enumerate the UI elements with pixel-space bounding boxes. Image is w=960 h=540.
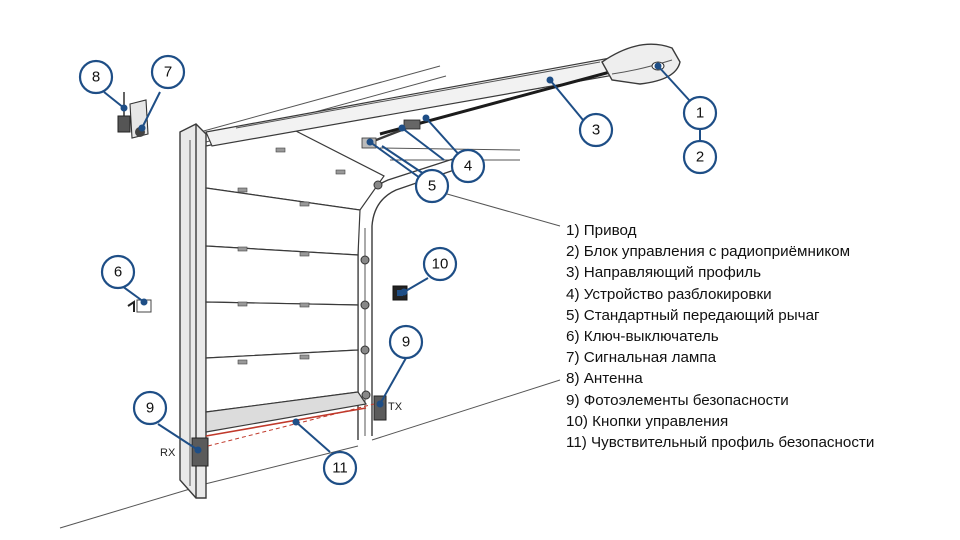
callout-6: 6 [100,254,136,290]
legend-item-1: 1) Привод [566,222,637,239]
svg-text:11: 11 [332,460,348,477]
legend-item-8: 8) Антенна [566,370,643,388]
door-panels [205,127,385,433]
legend-item-11: 11) Чувствительный профиль безопасности [566,434,875,452]
svg-text:9: 9 [402,334,410,351]
rx-label: RX [160,447,176,459]
legend-item-7: 7) Сигнальная лампа [566,349,717,367]
svg-text:10: 10 [432,256,449,273]
svg-text:7: 7 [164,64,172,81]
legend-item-9: 9) Фотоэлементы безопасности [566,391,789,409]
svg-text:8: 8 [92,69,100,86]
legend-item-5: 5) Стандартный передающий рычаг [566,306,820,324]
tx-label: TX [388,401,403,413]
callout-4: 4 [450,148,486,184]
key-switch [127,299,152,313]
legend-item-3: 3) Направляющий профиль [566,264,762,282]
callout-10: 10 [422,246,458,282]
svg-text:5: 5 [428,178,436,195]
legend-item-2: 2) Блок управления с радиоприёмником [566,243,851,261]
svg-text:2: 2 [696,149,704,166]
photocells: RX TX [160,395,403,467]
legend-list: 1) Привод 2) Блок управления с радиоприё… [566,220,874,453]
left-frame-post [179,123,207,499]
legend-item-4: 4) Устройство разблокировки [566,285,772,303]
opener-rail [205,57,621,147]
callout-1: 1 [682,95,718,131]
leader-lines [103,62,701,454]
svg-text:3: 3 [592,122,600,139]
svg-text:6: 6 [114,264,122,281]
callout-11: 11 [322,450,358,486]
svg-text:9: 9 [146,400,154,417]
legend-item-6: 6) Ключ-выключатель [566,328,719,346]
legend-item-10: 10) Кнопки управления [566,412,729,430]
safety-edge-line [205,407,367,437]
svg-text:4: 4 [464,158,472,175]
right-track [357,157,461,440]
callout-8: 8 [78,59,114,95]
callout-2: 2 [682,139,718,175]
svg-text:1: 1 [696,105,704,122]
callout-3: 3 [578,112,614,148]
callout-9-tx: 9 [388,324,424,360]
callout-9-rx: 9 [132,390,168,426]
callout-7: 7 [150,54,186,90]
callout-5: 5 [414,168,450,204]
